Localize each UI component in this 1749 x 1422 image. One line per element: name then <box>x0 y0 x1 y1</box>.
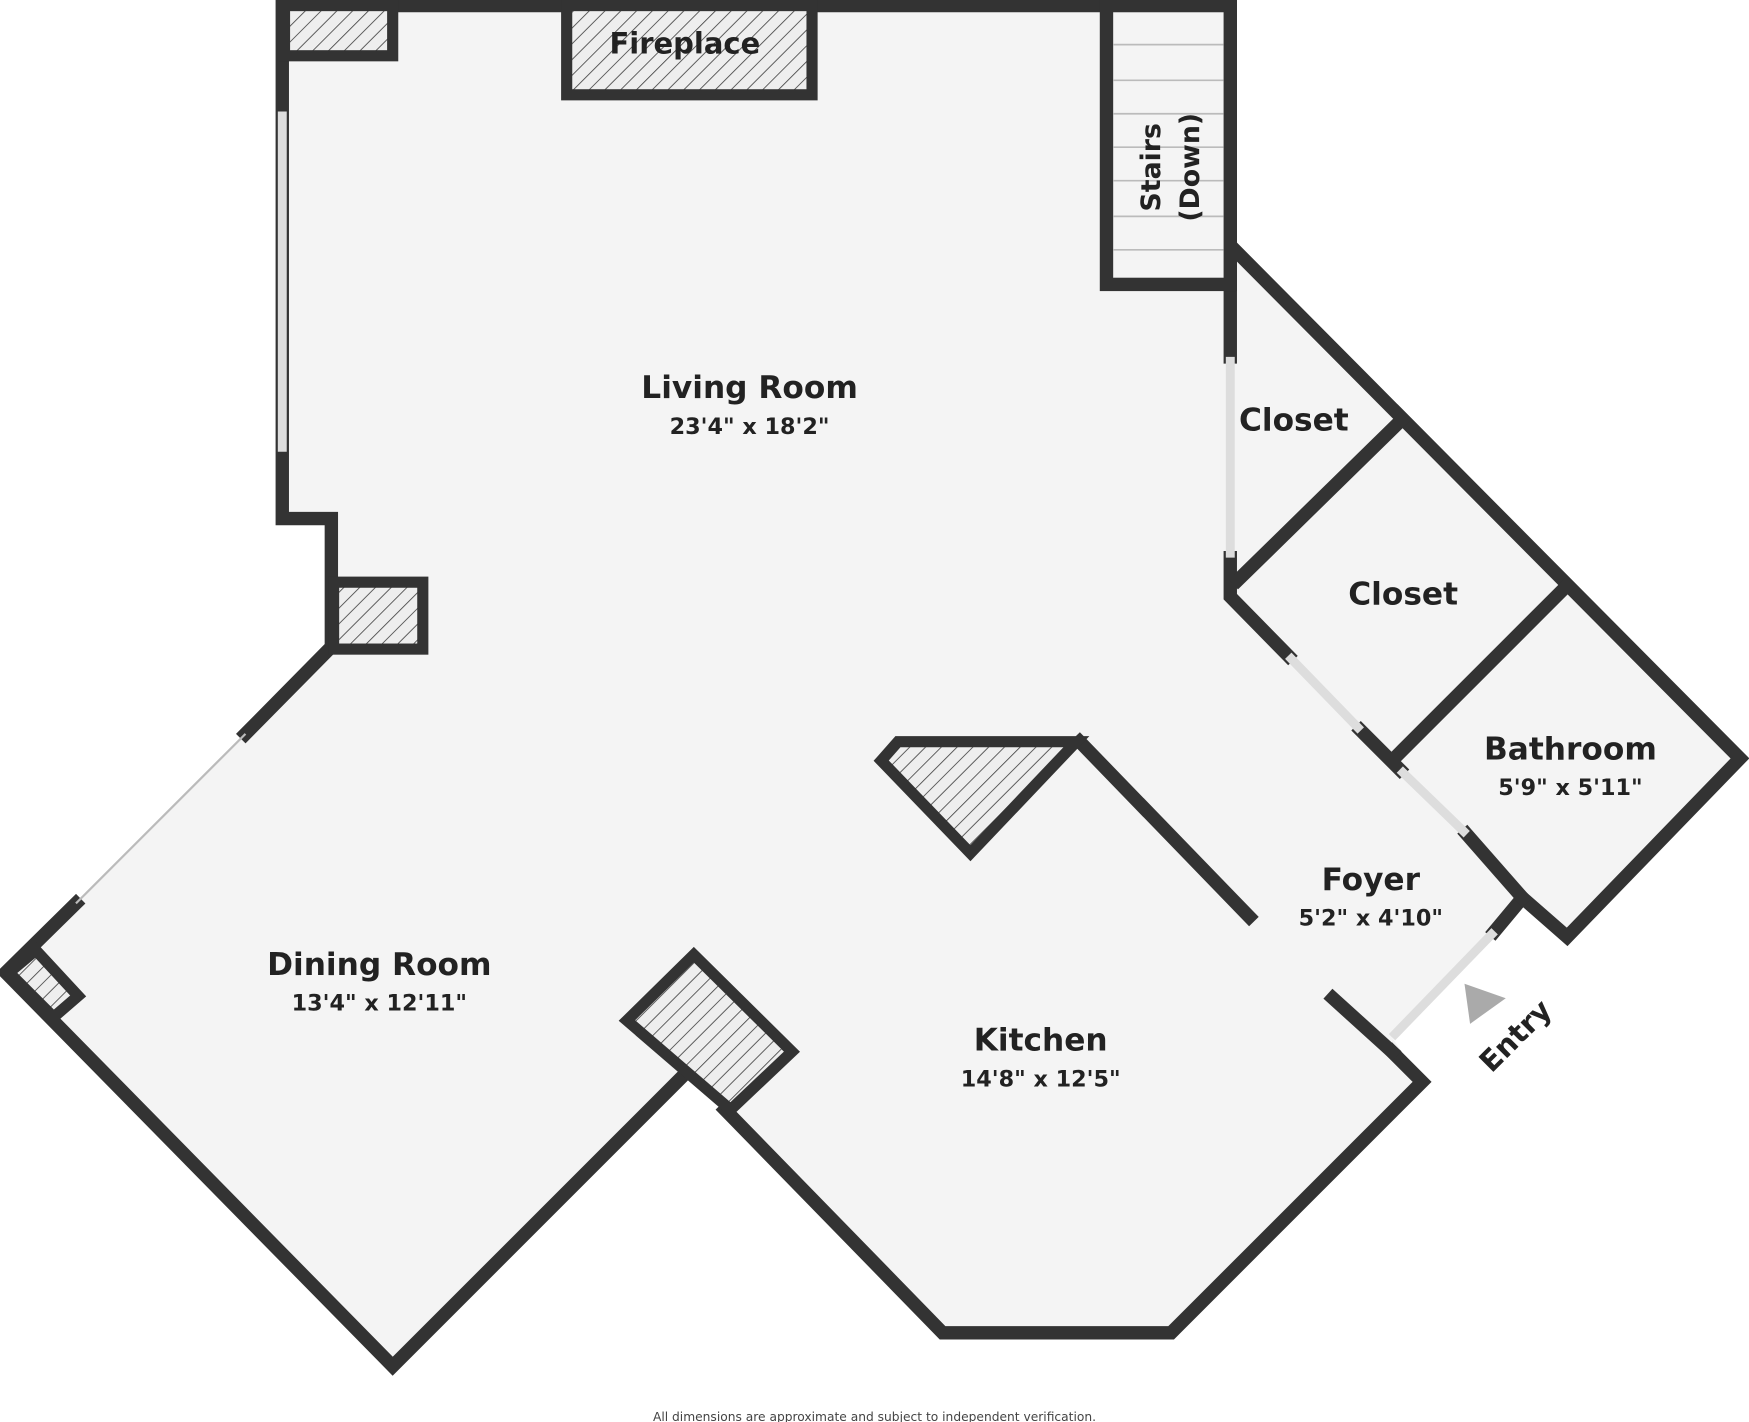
stairs <box>1099 0 1237 292</box>
stairs-label: Stairs <box>1136 123 1167 211</box>
entry-wall <box>1323 988 1402 1062</box>
closet-divider <box>1390 576 1577 763</box>
interior-wall <box>1223 550 1298 666</box>
door-opening <box>1396 766 1470 838</box>
kitchen-island <box>873 736 1090 862</box>
outer-wall <box>0 893 693 1376</box>
peninsula <box>618 946 800 1118</box>
room-dims: 13'4" x 12'11" <box>292 990 467 1016</box>
fireplace <box>561 0 818 101</box>
room-name: Kitchen <box>974 1023 1108 1059</box>
room-name: Bathroom <box>1484 732 1657 768</box>
built-in <box>278 0 399 62</box>
entry-arrow-icon <box>1464 983 1506 1024</box>
column <box>328 576 429 655</box>
entry-door <box>1388 928 1498 1041</box>
built-in <box>0 942 87 1025</box>
door-opening <box>1285 652 1364 734</box>
room-name: Living Room <box>641 370 858 406</box>
kitchen-wall <box>1070 732 1259 927</box>
stairs-label-down: (Down) <box>1175 113 1206 222</box>
room-name: Dining Room <box>267 947 491 983</box>
interior-wall <box>1457 824 1532 908</box>
room-dims: 5'2" x 4'10" <box>1299 906 1443 932</box>
room-dims: 5'9" x 5'11" <box>1498 775 1642 801</box>
window <box>75 733 247 905</box>
room-dims: 23'4" x 18'2" <box>670 414 830 440</box>
room-dims: 14'8" x 12'5" <box>961 1066 1121 1092</box>
closet-divider <box>1228 412 1410 590</box>
room-name: Foyer <box>1322 862 1421 898</box>
floor-area <box>5 5 1740 1367</box>
disclaimer: All dimensions are approximate and subje… <box>653 1410 1096 1422</box>
interior-wall <box>1351 721 1410 780</box>
room-name: Closet <box>1239 403 1349 439</box>
outer-wall <box>715 1042 1432 1340</box>
fireplace-label: Fireplace <box>610 27 761 61</box>
room-name: Closet <box>1348 576 1458 612</box>
